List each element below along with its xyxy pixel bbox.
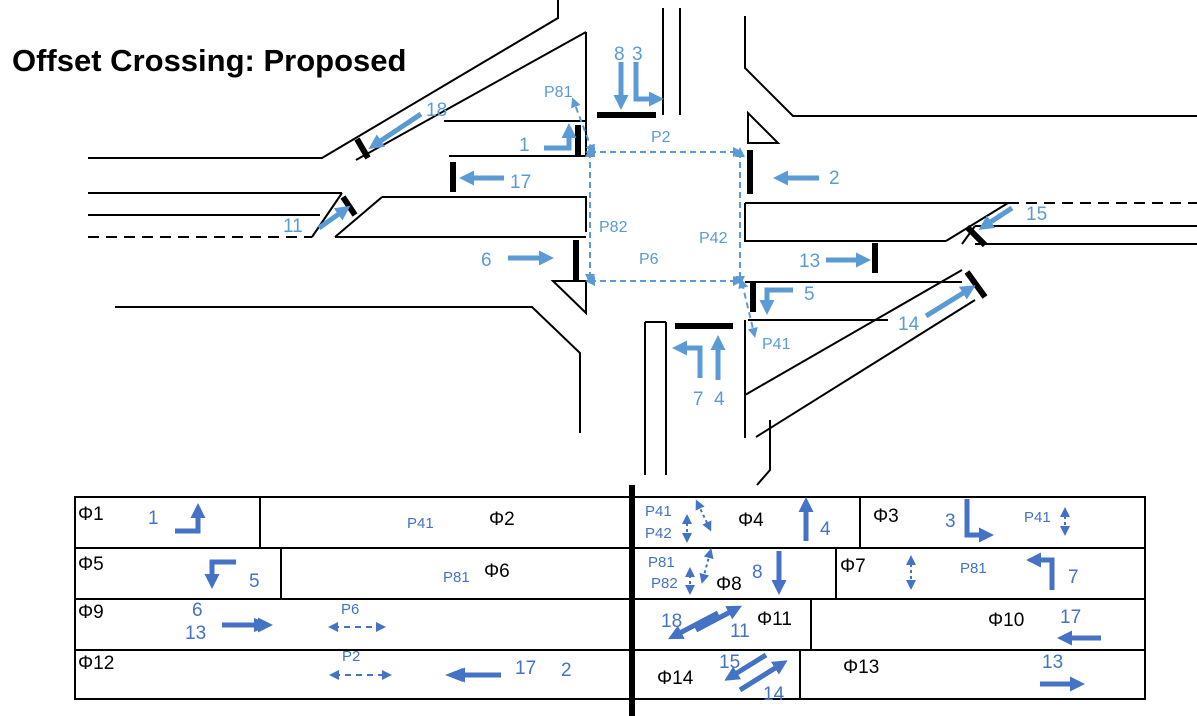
cell-r2-m5: 5: [249, 571, 260, 592]
stop-bar-west-18: [354, 137, 371, 160]
cell-r1-arrow-3: [964, 499, 994, 543]
cell-r1-ped-41: [695, 499, 712, 532]
label-17: 17: [510, 172, 531, 193]
phase-6: Φ6: [484, 561, 510, 582]
label-6: 6: [481, 250, 492, 271]
phase-10: Φ10: [988, 610, 1024, 631]
arrow-18: [368, 111, 423, 149]
arrow-14: [924, 285, 976, 319]
arrow-5: [759, 287, 793, 315]
cell-r4-m14: 14: [763, 684, 785, 705]
cell-r3-m17: 17: [1060, 607, 1081, 628]
cell-r3-arrow-18: [668, 610, 720, 640]
cell-r2-p81c: P81: [960, 560, 987, 577]
cell-r1-p42: P42: [645, 525, 672, 542]
cell-r4-arrow-14: [738, 660, 788, 693]
cell-r3-m18: 18: [661, 611, 682, 632]
phase-2: Φ2: [489, 509, 515, 530]
phase-7: Φ7: [840, 556, 866, 577]
cell-r1-m1: 1: [148, 508, 159, 529]
cell-r4-m2: 2: [561, 660, 572, 681]
phase-3: Φ3: [873, 506, 899, 527]
phase-13: Φ13: [843, 657, 879, 678]
phase-1: Φ1: [78, 504, 104, 525]
phase-8: Φ8: [716, 574, 742, 595]
label-3: 3: [632, 44, 643, 65]
label-p81: P81: [544, 84, 573, 101]
label-2: 2: [829, 168, 840, 189]
cell-r3-m6: 6: [192, 600, 203, 621]
label-p41: P41: [762, 336, 791, 353]
arrow-7: [672, 340, 703, 378]
label-p2: P2: [651, 129, 671, 146]
stop-bar-east-15: [964, 224, 988, 248]
stop-bar-west-11: [340, 195, 358, 217]
ped-crossing-p41: [738, 278, 758, 338]
cell-r3-arrow-6-13-head: [254, 618, 272, 632]
phase-4: Φ4: [738, 510, 764, 531]
cell-r4-p2: P2: [342, 648, 360, 665]
label-14: 14: [898, 314, 920, 335]
cell-r3-m11: 11: [730, 621, 750, 642]
cell-r2-m8: 8: [752, 562, 763, 583]
cell-r2-p81: P81: [443, 569, 470, 586]
label-18: 18: [426, 100, 447, 121]
phase-5: Φ5: [78, 554, 104, 575]
cell-r4-arrow-17-2-head: [445, 668, 463, 682]
cell-r4-m13: 13: [1042, 652, 1063, 673]
cell-r2-ped-81: [699, 548, 714, 584]
label-13: 13: [799, 251, 820, 272]
cell-r4-m17: 17: [515, 658, 536, 679]
cell-r1-arrow-1: [175, 503, 206, 534]
movement-arrows: [317, 62, 1014, 380]
label-15: 15: [1026, 204, 1047, 225]
label-p42: P42: [699, 230, 728, 247]
cell-r3-m13: 13: [185, 623, 206, 644]
cell-r2-p81b: P81: [648, 554, 675, 571]
phase-9: Φ9: [78, 602, 104, 623]
label-5: 5: [804, 284, 815, 305]
phase-14: Φ14: [657, 668, 694, 689]
cell-r4-m15: 15: [719, 652, 740, 673]
cell-r1-p41b: P41: [645, 503, 672, 520]
arrow-1: [544, 123, 577, 151]
ped-crossing-p81: [571, 97, 595, 155]
cell-r1-p41c: P41: [1024, 509, 1051, 526]
label-11: 11: [283, 216, 303, 237]
cell-r1-m3: 3: [945, 511, 956, 532]
cell-r3-p6: P6: [341, 601, 359, 618]
label-p6: P6: [639, 251, 659, 268]
stop-bar-east-14: [964, 270, 988, 299]
phase-table: Φ1 Φ2 Φ4 Φ3 Φ5 Φ6 Φ8 Φ7 Φ9 Φ11 Φ10 Φ12 Φ…: [74, 485, 1146, 716]
cell-r1-m4: 4: [820, 519, 831, 540]
stop-bars: [340, 112, 988, 329]
arrow-15: [978, 205, 1014, 230]
label-7: 7: [693, 389, 704, 410]
label-4: 4: [714, 389, 725, 410]
cell-r1-p41: P41: [407, 515, 434, 532]
cell-r2-p82: P82: [651, 575, 678, 592]
phase-11: Φ11: [757, 609, 792, 630]
label-1: 1: [519, 135, 530, 156]
arrow-3: [633, 62, 664, 107]
cell-r4-arrow-15: [724, 652, 768, 681]
page-title: Offset Crossing: Proposed: [12, 43, 406, 78]
label-8: 8: [614, 44, 625, 65]
cell-r2-arrow-7: [1026, 552, 1055, 590]
label-p82: P82: [599, 219, 628, 236]
arrow-11: [317, 205, 351, 231]
pedestrian-crossings: [571, 97, 758, 338]
movement-labels: 8 3 18 1 17 2 11 15 6 13 5 14 7 4 P81 P2…: [283, 44, 1047, 410]
cell-r2-m7: 7: [1068, 567, 1079, 588]
cell-r3-arrow-11: [694, 605, 742, 633]
cell-r2-arrow-5: [204, 559, 236, 589]
phase-12: Φ12: [78, 653, 114, 674]
